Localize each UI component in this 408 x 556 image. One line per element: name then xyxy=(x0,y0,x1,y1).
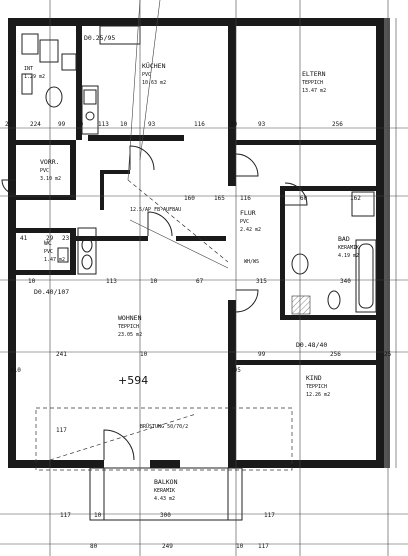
bad-floor: KERAMIK xyxy=(338,245,359,251)
dim: 395 xyxy=(230,367,241,374)
dim: 99 xyxy=(58,121,66,128)
door-label-right: D0.48/40 xyxy=(296,341,327,349)
diagonal-lines xyxy=(49,0,229,461)
door-swings xyxy=(1,145,308,461)
dim: 10 xyxy=(94,512,102,519)
wohnen-floor: TEPPICH xyxy=(118,324,139,330)
bad-name: BAD xyxy=(338,235,350,243)
dim: 241 xyxy=(56,351,67,358)
outer-walls xyxy=(8,18,397,468)
dim: 165 xyxy=(214,195,225,202)
dim: 10 xyxy=(230,121,238,128)
vorr-floor: PVC xyxy=(40,168,49,174)
int-area: 1.29 m2 xyxy=(24,74,45,80)
dim: 256 xyxy=(332,121,343,128)
dim: 10 xyxy=(150,278,158,285)
dim: 10 xyxy=(236,543,244,550)
dim: 340 xyxy=(340,278,351,285)
kitchen-fixtures xyxy=(21,25,141,135)
wh-ws-label: WH/WS xyxy=(244,259,259,265)
balkon-area: 4.43 m2 xyxy=(154,496,175,502)
dim: 10 xyxy=(28,278,36,285)
balkon-floor: KERAMIK xyxy=(154,488,175,494)
kind-area: 12.26 m2 xyxy=(306,392,330,398)
dim: 117 xyxy=(56,427,67,434)
wc-area: 1.47 m2 xyxy=(44,257,65,263)
dimension-labels: 25 224 99 10 113 10 93 116 10 93 256 116… xyxy=(5,121,392,550)
wohnen-name: WOHNEN xyxy=(118,314,142,322)
dim: 99 xyxy=(258,351,266,358)
dim: 116 xyxy=(240,195,251,202)
kuechen-area: 10.63 m2 xyxy=(142,80,166,86)
room-labels: KÜCHEN PVC 10.63 m2 ELTERN TEPPICH 13.47… xyxy=(24,61,359,502)
kuechen-name: KÜCHEN xyxy=(142,61,166,70)
dim: 25 xyxy=(384,351,392,358)
kind-name: KIND xyxy=(306,374,322,382)
dim: 117 xyxy=(258,543,269,550)
dim: 113 xyxy=(98,121,109,128)
dim: 41 xyxy=(20,235,28,242)
int-name: INT xyxy=(24,66,33,72)
balkon-name: BALKON xyxy=(154,478,178,486)
vorr-name: VORR. xyxy=(40,158,60,166)
dim: 162 xyxy=(350,195,361,202)
dim: 249 xyxy=(162,543,173,550)
dim: 300 xyxy=(160,512,171,519)
dim: 23 xyxy=(62,235,70,242)
dim: 10 xyxy=(140,351,148,358)
fb-aufbau-label: 12.5/AP FB-AUFBAU xyxy=(130,207,181,213)
eltern-floor: TEPPICH xyxy=(302,80,323,86)
dim: 224 xyxy=(30,121,41,128)
dim: 10 xyxy=(120,121,128,128)
dim: 10 xyxy=(76,121,84,128)
wc-name: WC xyxy=(44,239,52,247)
dim: 256 xyxy=(330,351,341,358)
dim: 160 xyxy=(184,195,195,202)
door-label-left: D0.40/107 xyxy=(34,288,69,296)
dim: 410 xyxy=(10,367,21,374)
balcony-note: BRÜSTUNG 50/70/2 xyxy=(140,423,188,430)
kind-floor: TEPPICH xyxy=(306,384,327,390)
flur-name: FLUR xyxy=(240,209,256,217)
dim: 93 xyxy=(258,121,266,128)
dim: 93 xyxy=(148,121,156,128)
dim: 117 xyxy=(264,512,275,519)
interior-walls xyxy=(16,26,380,460)
dim: 315 xyxy=(256,278,267,285)
dim: 113 xyxy=(106,278,117,285)
dim: 117 xyxy=(60,512,71,519)
dim: 116 xyxy=(194,121,205,128)
wohnen-area: 23.05 m2 xyxy=(118,332,142,338)
flur-floor: PVC xyxy=(240,219,249,225)
annotations: D0.25/95 D0.40/107 D0.48/40 +594 12.5/AP… xyxy=(34,34,327,430)
bad-area: 4.19 m2 xyxy=(338,253,359,259)
dim: 60 xyxy=(300,195,308,202)
kuechen-floor: PVC xyxy=(142,72,151,78)
eltern-area: 13.47 m2 xyxy=(302,88,326,94)
dim: 67 xyxy=(196,278,204,285)
vorr-area: 3.10 m2 xyxy=(40,176,61,182)
balcony xyxy=(35,407,293,521)
dim: 29 xyxy=(46,235,54,242)
dim: 80 xyxy=(90,543,98,550)
wc-floor: PVC xyxy=(44,249,53,255)
bathroom-fixtures xyxy=(291,191,377,315)
door-label-top: D0.25/95 xyxy=(84,34,115,42)
dim: 25 xyxy=(5,121,13,128)
flur-area: 2.42 m2 xyxy=(240,227,261,233)
elevation-label: +594 xyxy=(118,374,148,387)
eltern-name: ELTERN xyxy=(302,70,326,78)
wc-fixtures xyxy=(57,227,97,275)
